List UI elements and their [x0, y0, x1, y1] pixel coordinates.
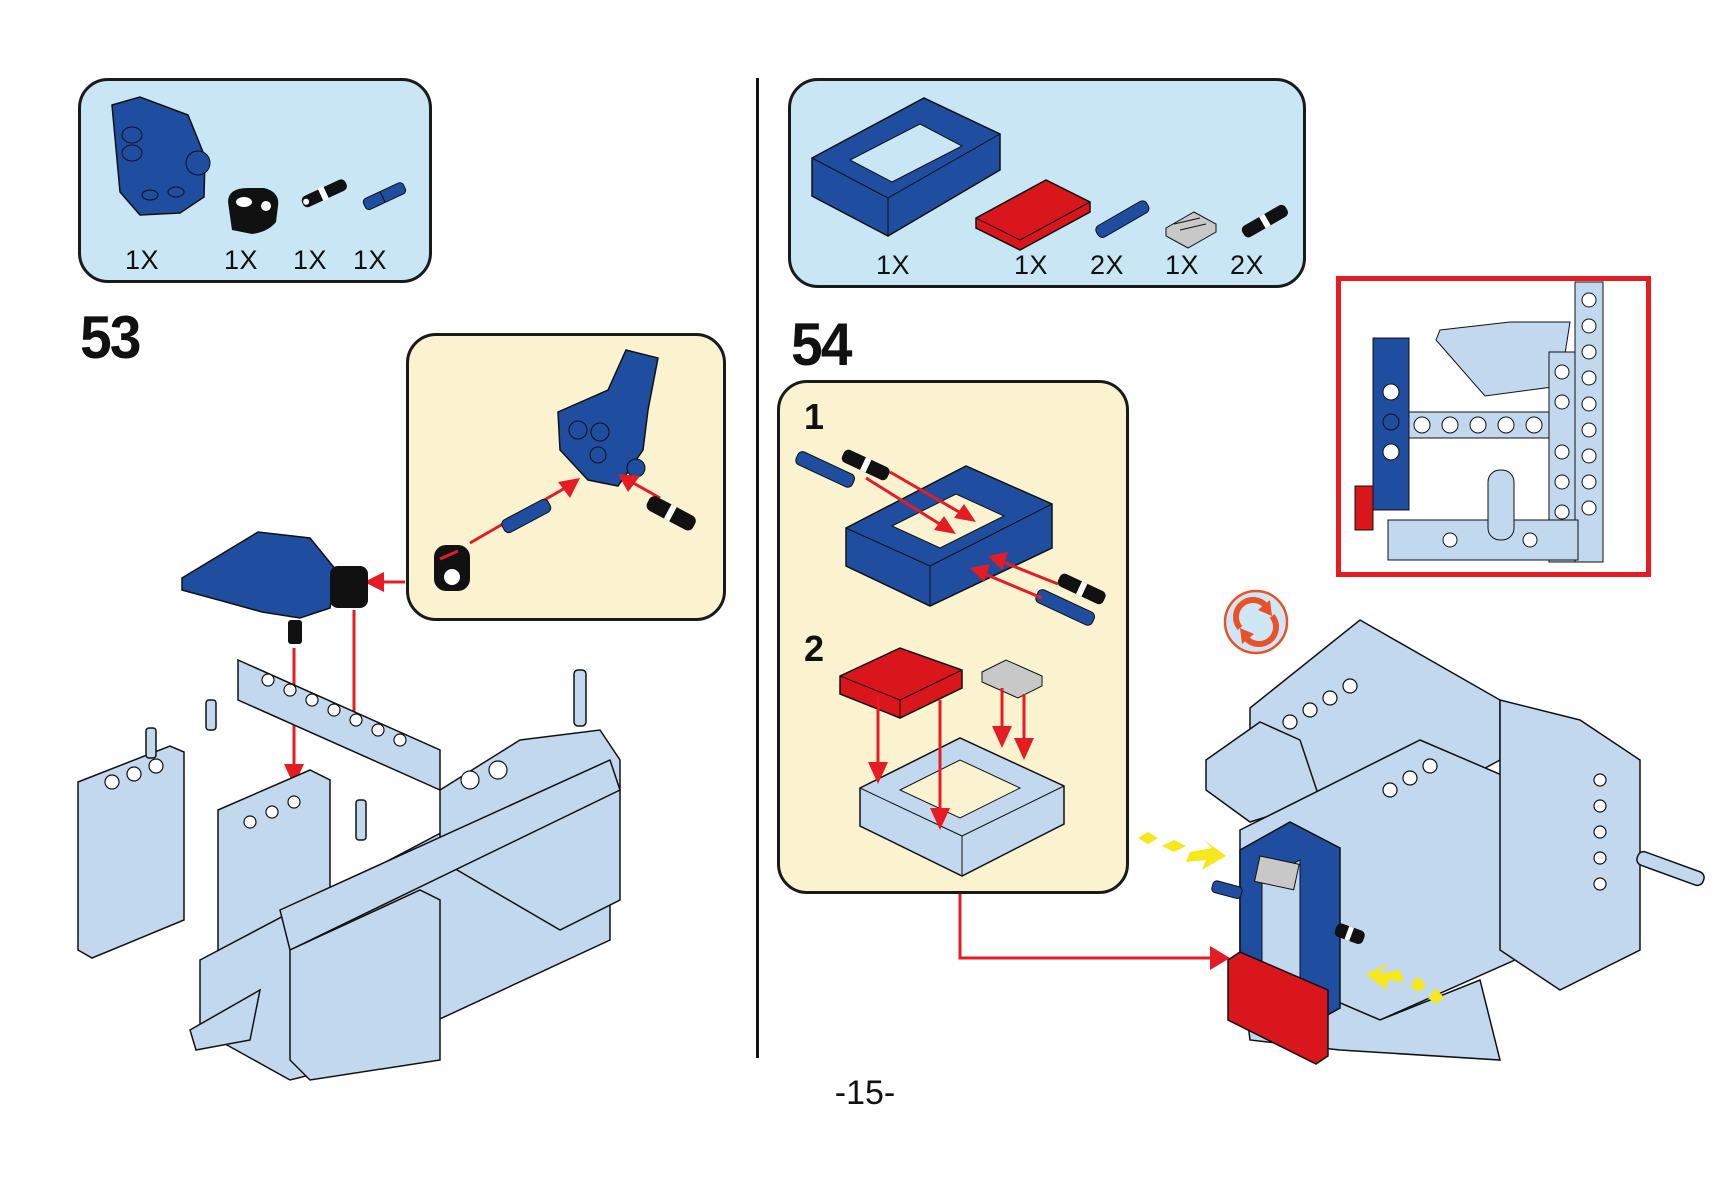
step54-part5-qty: 2X [1229, 250, 1265, 280]
detail-upright-lever [1487, 469, 1515, 541]
model53-front-rail [279, 758, 621, 952]
substep1-arrow-head-1 [934, 516, 956, 534]
rotate-model-icon [1223, 589, 1289, 655]
black-friction-pin-part [301, 179, 347, 208]
model53-black-pin [288, 620, 302, 644]
substep2-arrow-head-4 [1014, 738, 1034, 760]
substep2-number: 2 [804, 628, 825, 669]
substep2-red-plate [839, 647, 963, 719]
model54-right-frame [1499, 699, 1641, 991]
model53-lower-tower [289, 889, 441, 1081]
model53-arrow-head-1 [284, 764, 304, 786]
subassembly-black-pin [646, 496, 696, 531]
substep1-arrow-head-2 [954, 504, 976, 522]
page-divider [756, 78, 759, 1058]
callout-connector-arrowhead [364, 572, 384, 592]
blue-long-pin-part [1095, 200, 1150, 238]
black-cross-block-part [228, 188, 279, 234]
step54-part2-qty: 1X [1013, 250, 1049, 280]
page-number: -15- [834, 1074, 896, 1112]
substep-connector-line [958, 894, 1214, 960]
blue-panel-connector-part [111, 96, 211, 216]
substep1-arrow-head-3 [988, 552, 1008, 570]
yellow-hint-arrow-left [1138, 832, 1226, 870]
step53-part4-qty: 1X [352, 245, 388, 275]
blue-open-frame-part [811, 97, 1001, 237]
arrow-head-2 [618, 474, 640, 492]
substep2-arrow-head-3 [992, 726, 1012, 748]
model54-red-plate [1227, 951, 1329, 1065]
subassembly-cross-block [434, 545, 470, 591]
substep1-blue-pin-top [795, 451, 856, 488]
substep-connector-arrowhead [1210, 946, 1230, 970]
step53-part1-qty: 1X [124, 245, 160, 275]
model54-black-pin-right [1334, 923, 1365, 945]
substep1-black-pin-bottom [1057, 573, 1106, 605]
arrow-head-1 [558, 478, 580, 498]
model54-gray-tile [1254, 855, 1300, 891]
step54-part3-qty: 2X [1089, 250, 1125, 280]
subassembly-blue-panel [557, 349, 659, 487]
yellow-hint-arrow-right [1366, 964, 1444, 1004]
substep2-light-frame [859, 737, 1065, 877]
model54-axle [1636, 850, 1705, 887]
model53-black-block [330, 566, 368, 608]
detail-red-plate [1354, 485, 1374, 531]
substep2-gray-tile [981, 659, 1043, 699]
subassembly-blue-pin [501, 498, 552, 534]
step54-part4-qty: 1X [1164, 250, 1200, 280]
model53-left-beam-stack [77, 745, 185, 959]
substep2-arrow-head-2 [930, 808, 950, 830]
black-friction-pin-part-54 [1241, 204, 1288, 238]
model53-bottom-fin [189, 988, 262, 1051]
substep1-black-pin-top [841, 449, 890, 481]
step53-part3-qty: 1X [292, 245, 328, 275]
model53-blue-panel [181, 531, 337, 619]
step54-number: 54 [791, 311, 853, 378]
detail-bottom-beam [1387, 519, 1579, 561]
model54-blue-pin-left [1211, 880, 1243, 899]
step53-part2-qty: 1X [223, 245, 259, 275]
blue-axle-pin-part [362, 182, 407, 211]
substep1-arrow-head-4 [970, 564, 990, 582]
substep1-number: 1 [804, 396, 825, 437]
gray-grille-tile-part [1165, 211, 1217, 249]
substep2-arrow-head-1 [868, 762, 888, 784]
step54-part1-qty: 1X [875, 250, 911, 280]
red-plate-part [975, 179, 1091, 251]
step53-number: 53 [80, 304, 142, 371]
substep1-blue-frame [845, 465, 1053, 607]
